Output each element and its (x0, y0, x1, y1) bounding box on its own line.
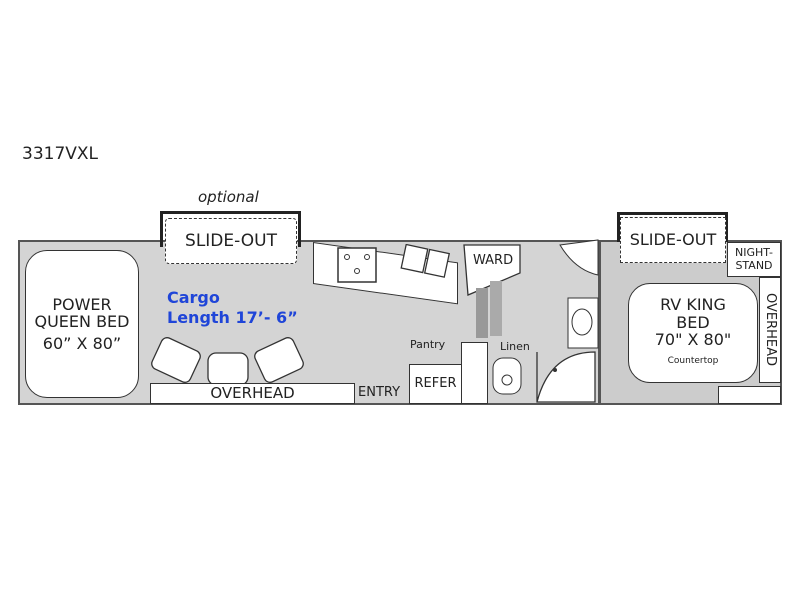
king-bed-line2: BED (676, 312, 710, 332)
queen-bed-line2: QUEEN BED (34, 312, 130, 332)
pantry-label: Pantry (410, 338, 446, 351)
ward-label: WARD (473, 253, 514, 268)
nightstand: NIGHT- STAND (727, 242, 781, 277)
front-slide-frame (160, 211, 301, 247)
nightstand-line1: NIGHT- (735, 246, 773, 260)
king-bed-size: 70" X 80" (654, 330, 732, 350)
optional-label: optional (198, 188, 259, 206)
cargo-length: Cargo Length 17’- 6” (167, 288, 298, 328)
countertop (718, 386, 781, 404)
rear-slide-label: SLIDE-OUT (629, 230, 717, 250)
refrigerator: REFER (409, 364, 462, 404)
queen-bed-size: 60” X 80” (42, 333, 122, 353)
sink-icon (400, 244, 451, 278)
bathroom-icon (492, 239, 599, 403)
stove-icon (337, 247, 377, 283)
overhead-rear: OVERHEAD (759, 277, 781, 383)
model-name: 3317VXL (22, 144, 99, 164)
refer-label: REFER (414, 375, 457, 391)
queen-bed: POWER QUEEN BED 60” X 80” (25, 250, 139, 398)
overhead-front: OVERHEAD (150, 383, 355, 404)
front-slide-out: SLIDE-OUT (165, 218, 297, 264)
front-slide-label: SLIDE-OUT (185, 230, 277, 251)
nightstand-line2: STAND (735, 258, 773, 272)
rear-slide-frame (617, 212, 728, 242)
linen-label: Linen (500, 340, 530, 353)
wardrobe-icon (463, 244, 521, 338)
rear-slide-out: SLIDE-OUT (620, 217, 726, 263)
entry-label: ENTRY (358, 385, 401, 400)
queen-bed-line1: POWER (52, 294, 112, 314)
bedroom-wall (598, 240, 601, 405)
pantry-cabinet (461, 342, 488, 404)
chairs-icon (151, 337, 304, 385)
overhead-rear-label: OVERHEAD (763, 293, 779, 367)
king-bed: RV KING BED 70" X 80" Countertop (628, 283, 758, 383)
countertop-label: Countertop (667, 355, 719, 366)
king-bed-line1: RV KING (660, 295, 726, 314)
cargo-label: Cargo (167, 288, 220, 307)
overhead-front-label: OVERHEAD (210, 384, 295, 403)
cargo-length-value: Length 17’- 6” (167, 308, 298, 327)
